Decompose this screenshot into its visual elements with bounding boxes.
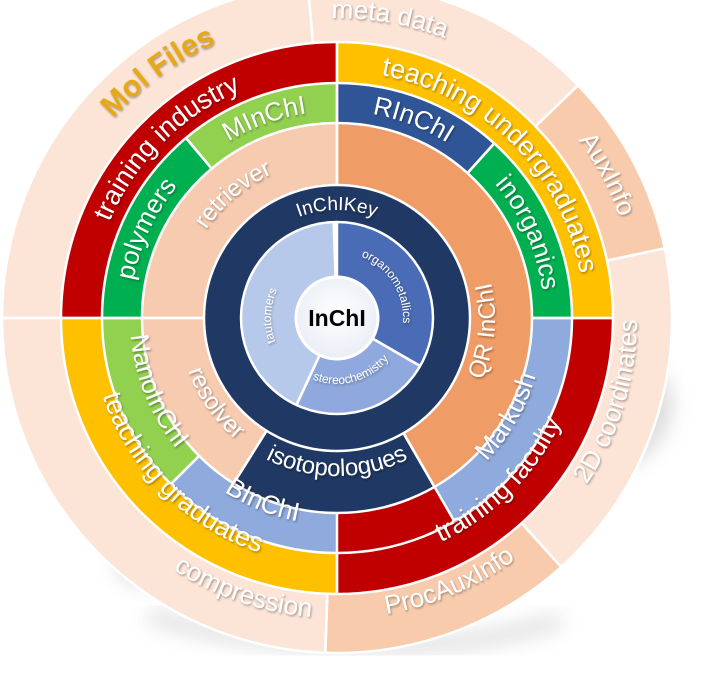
segment-resolver <box>142 318 267 484</box>
center-circle: InChI <box>294 275 380 361</box>
segment-minchi <box>185 83 337 169</box>
segment-polymers <box>102 137 212 318</box>
label-tautomers: tautomers <box>260 286 280 346</box>
fourth-ring-gap-segment <box>337 486 455 553</box>
segment-organometallics <box>337 222 433 366</box>
ring-dividers <box>0 0 674 655</box>
center-label: InChI <box>308 305 366 331</box>
segment-2d-coordinates <box>521 248 672 567</box>
segment-binchi <box>170 455 337 553</box>
segment-retriever <box>142 123 337 318</box>
segment-inorganics <box>467 143 572 318</box>
segment-training-industry <box>61 42 337 318</box>
segment-markush <box>434 318 572 522</box>
segment-compression <box>2 318 328 653</box>
segment-auxinfo <box>535 85 665 261</box>
segment-procauxinfo <box>325 523 562 653</box>
segment-nanoinchi <box>102 318 200 485</box>
segment-isotopologues <box>233 430 435 513</box>
segment-qr-inchi <box>337 123 532 487</box>
ring-segments <box>2 0 672 653</box>
segment-teaching-graduates <box>61 318 337 594</box>
segment-mol-files <box>2 0 313 318</box>
segment-training-faculty <box>337 318 613 594</box>
segment-rinchi <box>337 83 495 174</box>
segment-stereochemistry <box>296 338 421 415</box>
segment-tautomers <box>240 222 336 406</box>
segment-teaching-undergraduates <box>337 42 613 318</box>
